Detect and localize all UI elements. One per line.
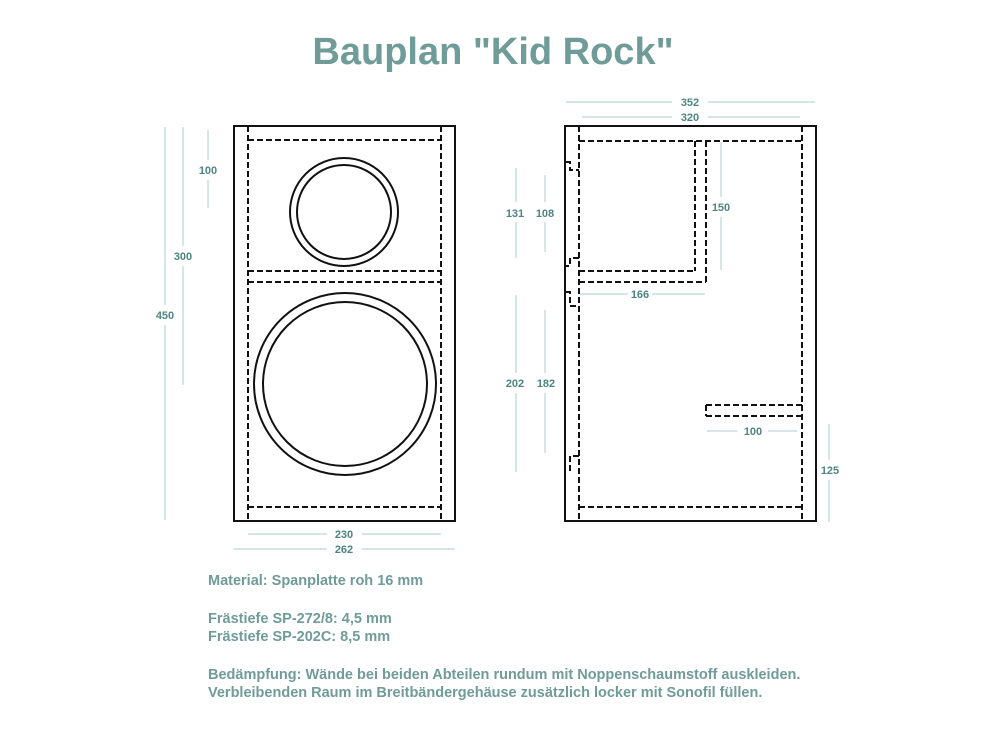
dimension-label: 182 [537, 378, 555, 390]
tweeter-cutout-outer [289, 157, 399, 267]
dimension-label: 150 [712, 202, 730, 214]
damping-note: Verbleibenden Raum im Breitbändergehäuse… [208, 685, 763, 701]
dimension-label: 108 [536, 208, 554, 220]
rabbet-notch [566, 291, 579, 307]
material-note: Material: Spanplatte roh 16 mm [208, 573, 424, 589]
rabbet-notch [566, 455, 579, 471]
build-notes: Material: Spanplatte roh 16 mm Frästiefe… [208, 572, 800, 702]
front-panel-outline [233, 125, 456, 522]
page-title: Bauplan "Kid Rock" [312, 31, 673, 73]
milling-depth-note: Frästiefe SP-272/8: 4,5 mm [208, 611, 392, 627]
dimension-label: 100 [744, 426, 762, 438]
woofer-cutout-inner [262, 301, 428, 467]
side-panel-outline [564, 125, 817, 522]
dimension-label: 450 [156, 310, 174, 322]
dimension-label: 352 [681, 97, 699, 109]
dimension-label: 202 [506, 378, 524, 390]
dimension-label: 131 [506, 208, 524, 220]
dimension-label: 320 [681, 112, 699, 124]
tweeter-cutout-inner [296, 164, 392, 260]
front-view: 100 300 450 230 262 [156, 125, 456, 556]
damping-note: Bedämpfung: Wände bei beiden Abteilen ru… [208, 667, 801, 683]
rabbet-notch [566, 161, 579, 171]
dimension-label: 166 [631, 289, 649, 301]
milling-depth-note: Frästiefe SP-202C: 8,5 mm [208, 629, 391, 645]
dimension-label: 125 [821, 465, 839, 477]
side-view: 352 320 131 108 150 166 202 182 100 125 [506, 97, 839, 522]
woofer-cutout-outer [253, 292, 437, 476]
dimension-label: 230 [335, 529, 353, 541]
dimension-label: 300 [174, 251, 192, 263]
rabbet-notch [566, 257, 579, 267]
dimension-label: 262 [335, 544, 353, 556]
dimension-label: 100 [199, 165, 217, 177]
